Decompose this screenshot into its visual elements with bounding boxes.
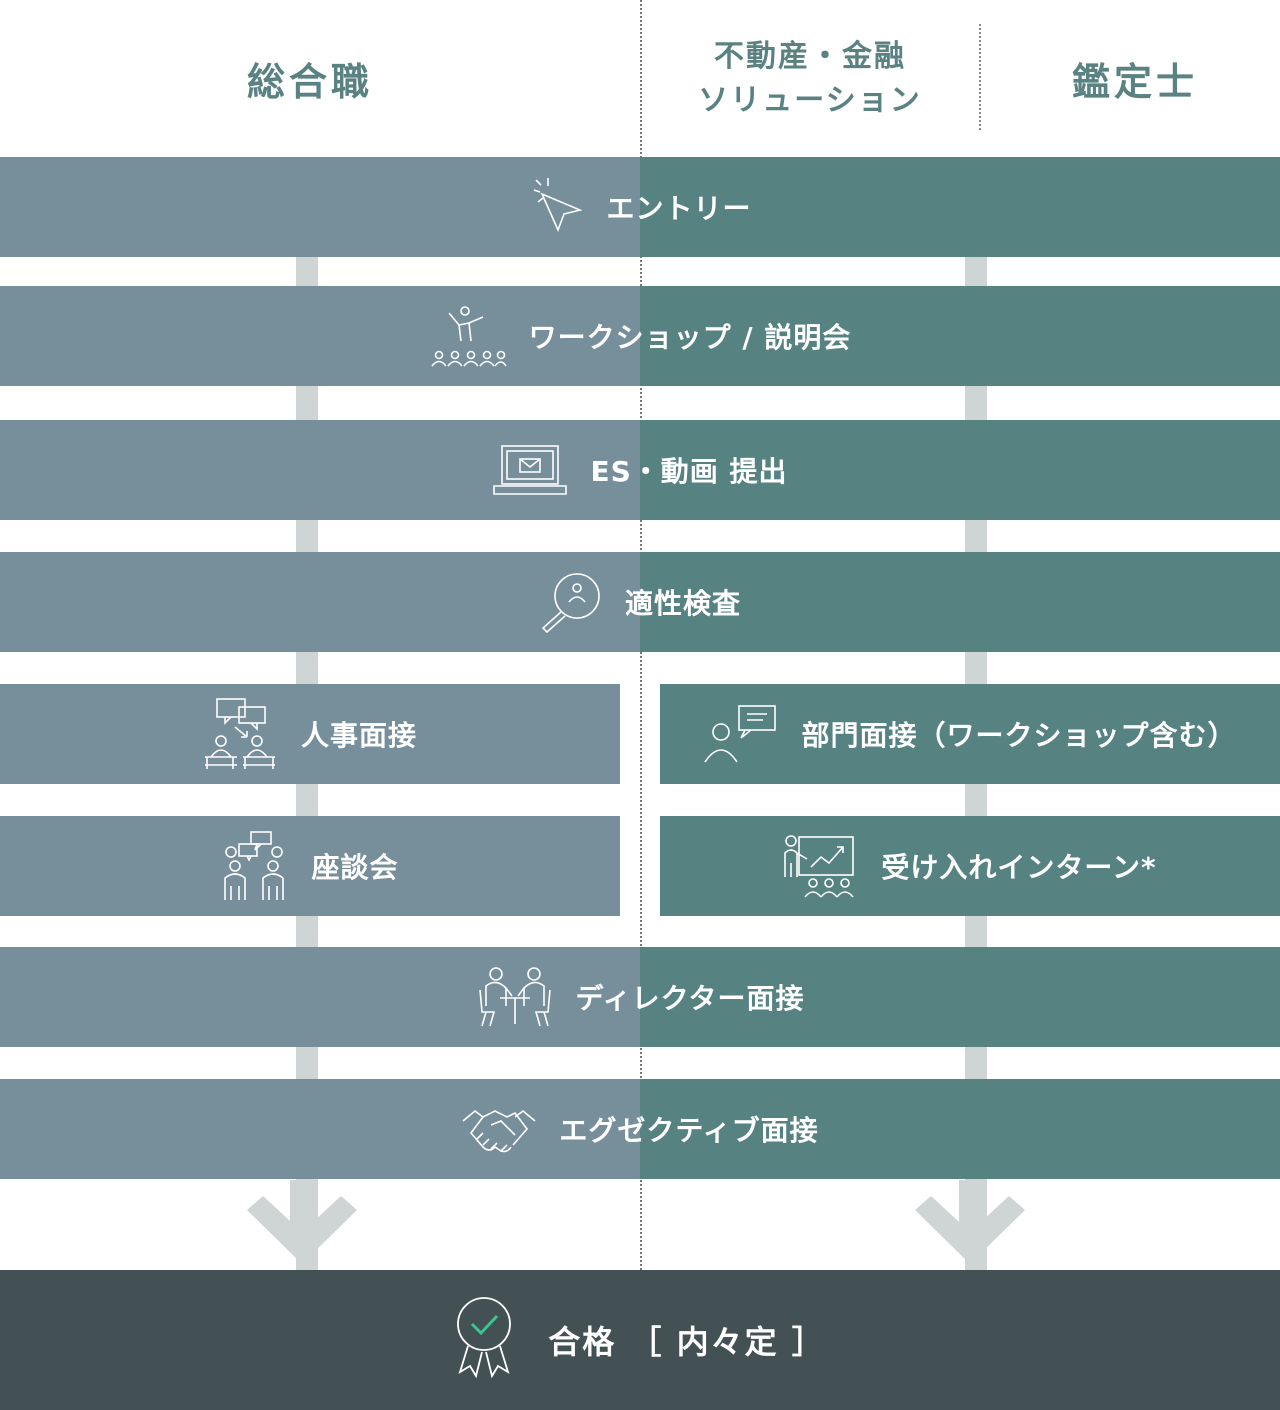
step-internship: 受け入れインターン* (660, 816, 1280, 916)
header-general-track: 総合職 (0, 0, 620, 157)
step-hr-interview: 人事面接 (0, 684, 620, 784)
step-es-video: ES・動画 提出 (0, 420, 1280, 520)
right-down-arrow-icon (915, 1180, 1025, 1264)
step-entry-label: エントリー (606, 192, 752, 225)
header-realestate-track: 不動産・金融 ソリューション (650, 0, 970, 157)
step-workshop-label: ワークショップ / 説明会 (528, 321, 852, 354)
step-aptitude: 適性検査 (0, 552, 1280, 652)
header-appraiser-track: 鑑定士 (990, 0, 1280, 157)
discussion-icon (221, 830, 289, 902)
left-down-arrow-icon (247, 1180, 357, 1264)
step-director-interview: ディレクター面接 (0, 947, 1280, 1047)
step-dept-interview-label: 部門面接（ワークショップ含む） (801, 719, 1237, 752)
step-entry: エントリー (0, 157, 1280, 257)
laptop-mail-icon (492, 442, 568, 498)
step-workshop: ワークショップ / 説明会 (0, 286, 1280, 386)
step-roundtable: 座談会 (0, 816, 620, 916)
result-banner: 合格 ［ 内々定 ］ (0, 1270, 1280, 1410)
header-appraiser-label: 鑑定士 (1071, 60, 1198, 104)
meeting-table-icon (476, 966, 554, 1028)
header-realestate-line2: ソリューション (698, 82, 922, 118)
presenter-audience-icon (429, 305, 507, 367)
step-executive-interview: エグゼクティブ面接 (0, 1079, 1280, 1179)
handshake-icon (461, 1103, 537, 1155)
header-separator (979, 24, 981, 130)
interview-chat-icon (203, 697, 279, 771)
step-aptitude-label: 適性検査 (624, 587, 741, 620)
step-roundtable-label: 座談会 (311, 851, 399, 884)
header-realestate-line1: 不動産・金融 (714, 38, 906, 74)
presentation-board-icon (783, 833, 859, 899)
step-es-video-label: ES・動画 提出 (590, 455, 788, 488)
award-badge-icon (454, 1294, 514, 1386)
step-director-interview-label: ディレクター面接 (575, 982, 805, 1015)
header-general-label: 総合職 (246, 60, 373, 104)
magnifier-person-icon (539, 570, 603, 634)
step-hr-interview-label: 人事面接 (300, 719, 417, 752)
step-dept-interview: 部門面接（ワークショップ含む） (660, 684, 1280, 784)
result-label: 合格 ［ 内々定 ］ (548, 1323, 826, 1361)
step-internship-label: 受け入れインターン* (881, 851, 1157, 884)
person-speech-icon (703, 704, 779, 764)
cursor-click-icon (528, 176, 584, 238)
step-executive-interview-label: エグゼクティブ面接 (559, 1114, 819, 1147)
